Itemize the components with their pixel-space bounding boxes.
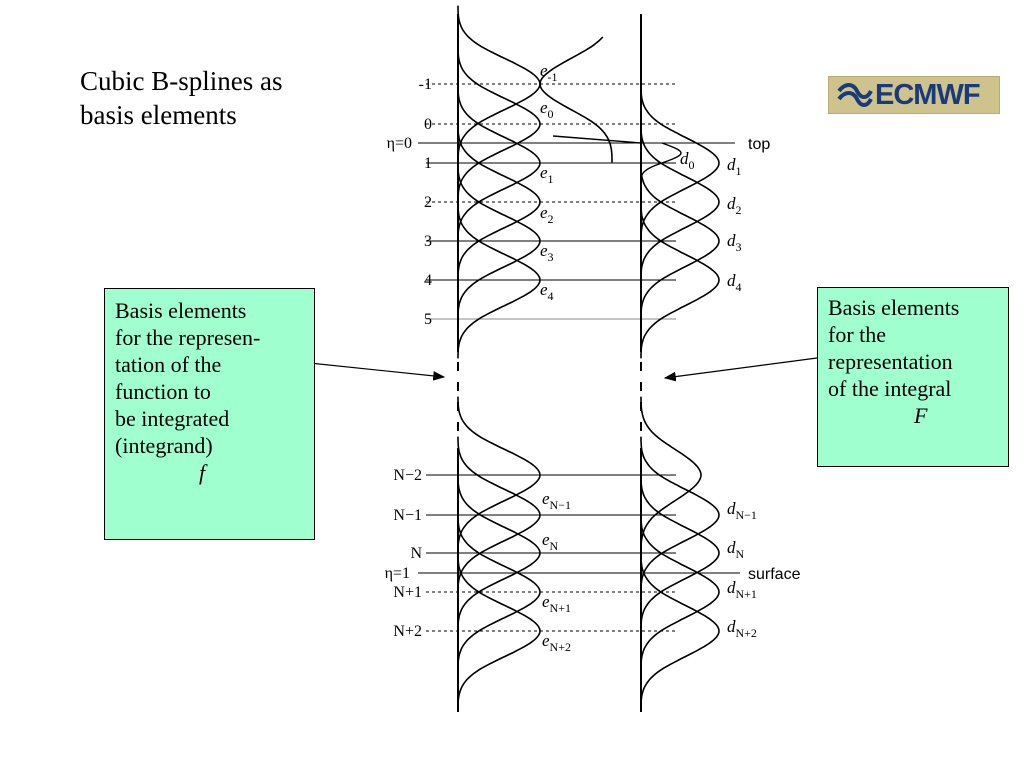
box-line: Basis elements	[115, 298, 247, 323]
d-spline-curve	[640, 474, 720, 632]
e-spline-curve	[457, 123, 541, 281]
integral-arrow	[663, 357, 818, 382]
e-spline-curve	[457, 396, 541, 554]
d-label: d0	[680, 149, 695, 172]
d-spline-curve	[640, 513, 720, 671]
level-label: N	[410, 545, 422, 562]
top-label: top	[748, 136, 770, 153]
pointer-arrows	[299, 357, 818, 382]
e-label: eN+1	[542, 592, 571, 615]
title-line: basis elements	[80, 100, 237, 130]
logo-text: ECMWF	[875, 79, 981, 111]
e-spline-curve	[457, 513, 541, 671]
integrand-arrow	[299, 361, 446, 381]
d-label: d4	[727, 271, 742, 294]
integrand-basis-box: Basis elements for the represen- tation …	[104, 288, 315, 540]
d-spline-curve	[640, 84, 720, 242]
vertical-axes	[457, 14, 642, 712]
e-label: e-1	[540, 61, 558, 84]
box-line: (integrand)	[115, 433, 213, 458]
d-spline-curve	[640, 552, 720, 710]
level-label: 3	[424, 233, 432, 250]
d-label: d3	[727, 231, 742, 254]
box-line: for the	[828, 322, 887, 347]
level-label: 5	[424, 311, 432, 328]
e-spline-curve	[457, 201, 541, 359]
ecmwf-wave-icon	[837, 83, 873, 107]
ecmwf-logo: ECMWF	[828, 76, 1000, 114]
spline-curves	[457, 5, 720, 710]
surface-label: surface	[748, 566, 801, 583]
e-label: e4	[540, 280, 554, 303]
e-spline-upper-curve	[539, 36, 613, 163]
d-spline-curve	[640, 201, 720, 359]
title-line: Cubic B-splines as	[80, 66, 283, 96]
d-spline-curve	[640, 162, 720, 320]
d-spline-curve	[640, 396, 702, 554]
d-spline-curve	[640, 436, 720, 594]
level-label: -1	[419, 76, 432, 93]
d-label: d1	[727, 155, 742, 178]
connector-line	[552, 135, 642, 144]
e-label: eN−1	[542, 489, 571, 512]
level-label: N+2	[393, 623, 422, 640]
e-label: eN+2	[542, 631, 571, 654]
level-label: 2	[424, 194, 432, 211]
e-label: e3	[540, 241, 554, 264]
level-label: 0	[424, 116, 432, 133]
level-label: N+1	[393, 584, 422, 601]
slide-title: Cubic B-splines as basis elements	[80, 64, 370, 132]
e-spline-curve	[457, 45, 541, 203]
e-spline-curve	[457, 84, 541, 242]
e-label: e2	[540, 203, 554, 226]
box-line: representation	[828, 349, 953, 374]
d-label: dN	[727, 538, 745, 561]
e-label: e1	[540, 163, 554, 186]
box-line: be integrated	[115, 406, 230, 431]
e-label: e0	[540, 98, 554, 121]
level-label: 1	[424, 155, 432, 172]
d-label: dN+1	[727, 578, 757, 601]
level-label: 4	[424, 272, 432, 289]
box-line: of the integral	[828, 376, 952, 401]
e-spline-curve	[457, 474, 541, 632]
d0-spline-curve	[640, 142, 682, 177]
d-label: dN+2	[727, 617, 757, 640]
e-spline-curve	[457, 552, 541, 710]
d-label: dN−1	[727, 499, 757, 522]
e-spline-curve	[457, 436, 541, 594]
level-label: η=0	[387, 135, 412, 152]
level-label: N−2	[393, 467, 422, 484]
box-line: tation of the	[115, 352, 222, 377]
integral-symbol: F	[914, 403, 928, 428]
integrand-symbol: f	[199, 460, 206, 485]
e-spline-curve	[457, 162, 541, 320]
integral-basis-box: Basis elements for the representation of…	[817, 287, 1009, 467]
box-line: for the represen-	[115, 325, 261, 350]
d-spline-curve	[640, 123, 720, 281]
d-label: d2	[727, 194, 742, 217]
box-line: function to	[115, 379, 211, 404]
box-line: Basis elements	[828, 295, 960, 320]
level-label: N−1	[393, 507, 422, 524]
level-lines	[418, 83, 740, 632]
e-label: eN	[542, 530, 559, 553]
level-label: η=1	[385, 565, 410, 582]
